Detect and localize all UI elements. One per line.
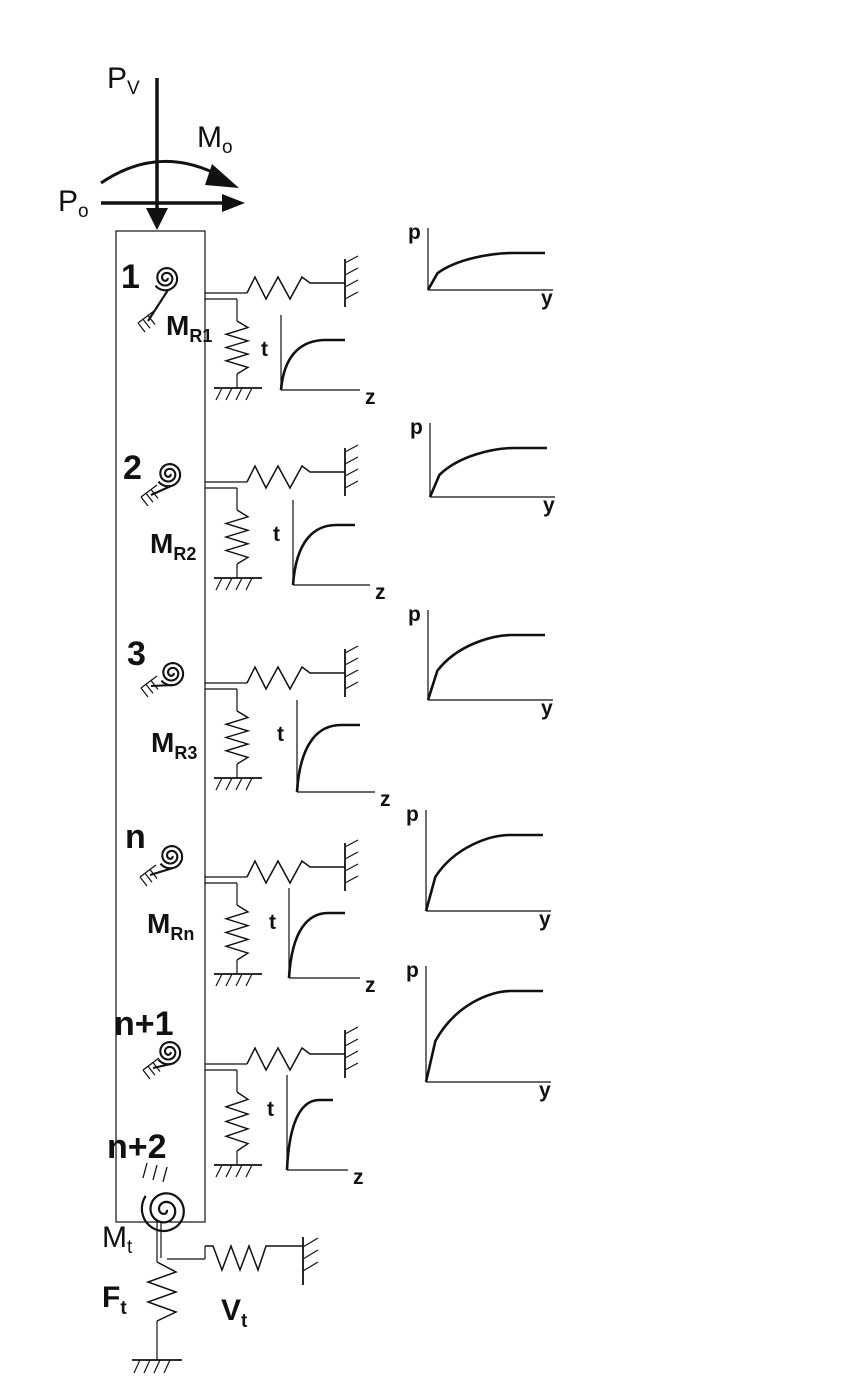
rotational-spring-spiral: [159, 845, 184, 870]
node-number-label: n+1: [114, 1005, 174, 1043]
py-curve-line: [428, 446, 547, 498]
rotational-spring-support: [140, 484, 159, 507]
rotational-spring-spiral: [157, 1041, 182, 1066]
node-number-label: 2: [123, 449, 142, 487]
tz-curve-plot: tz: [261, 315, 376, 409]
lateral-py-spring: [205, 444, 359, 496]
rotational-moment-label: MR3: [151, 727, 197, 763]
vertical-load-label: PV: [107, 62, 140, 99]
tz-ylabel: t: [267, 1098, 274, 1121]
py-curve-plot: py: [410, 416, 555, 517]
tip-lateral-spring: [167, 1237, 319, 1285]
tip-moment-label: Mt: [102, 1221, 133, 1258]
rotational-spring-support: [140, 675, 159, 698]
overturning-moment-arrow: [100, 160, 239, 188]
node-number-label: 1: [121, 258, 140, 296]
tz-xlabel: z: [365, 974, 376, 997]
axial-tz-spring: [205, 688, 262, 791]
py-ylabel: p: [406, 959, 419, 982]
tz-ylabel: t: [277, 723, 284, 746]
moment-load-label: Mo: [197, 121, 233, 158]
lateral-load-arrow: [101, 194, 245, 212]
py-xlabel: y: [541, 697, 553, 720]
tip-number-label: n+2: [107, 1128, 167, 1166]
axial-tz-spring: [205, 487, 262, 591]
tz-ylabel: t: [273, 523, 280, 546]
py-curve-line: [424, 989, 543, 1083]
py-curve-plot: py: [406, 959, 551, 1102]
rotational-spring-support: [142, 1057, 161, 1080]
rotational-spring-spiral: [160, 662, 185, 687]
axial-tz-spring: [205, 882, 262, 987]
tip-axial-spring: [132, 1240, 182, 1374]
tz-curve-line: [285, 1098, 333, 1171]
tip-connector-rod: [156, 1222, 162, 1258]
tz-curve-plot: tz: [267, 1075, 364, 1189]
axial-tz-spring: [205, 298, 262, 401]
lateral-load-label: Po: [58, 185, 89, 222]
tz-xlabel: z: [380, 788, 391, 811]
py-xlabel: y: [539, 908, 551, 931]
rotational-spring-spiral: [157, 463, 182, 488]
tz-xlabel: z: [375, 581, 386, 604]
py-ylabel: p: [408, 603, 421, 626]
tip-rotational-spring-spiral: [140, 1192, 185, 1233]
tz-curve-line: [279, 338, 345, 391]
tz-ylabel: t: [261, 338, 268, 361]
rotational-spring-tail: [147, 289, 169, 322]
lateral-py-spring: [205, 839, 359, 891]
py-xlabel: y: [541, 287, 553, 310]
rotational-spring-support: [137, 310, 156, 333]
tz-curve-plot: tz: [277, 700, 391, 811]
py-curve-plot: py: [406, 803, 551, 931]
py-ylabel: p: [406, 803, 419, 826]
node-number-label: 3: [127, 635, 146, 673]
axial-tz-spring: [205, 1069, 262, 1178]
py-curve-line: [426, 251, 545, 291]
lateral-py-spring: [205, 645, 359, 697]
rotational-moment-label: MR2: [150, 528, 196, 564]
vertical-load-arrow: [146, 78, 168, 230]
tip-node: n+2 Mt Vt: [102, 1128, 319, 1374]
py-ylabel: p: [410, 416, 423, 439]
lateral-py-spring: [205, 1026, 359, 1078]
tz-xlabel: z: [353, 1166, 364, 1189]
tip-rotational-spring-support: [142, 1162, 168, 1183]
rotational-moment-label: MR1: [166, 310, 212, 346]
py-curve-plot: py: [408, 221, 553, 310]
tip-axial-label: Ft: [102, 1281, 127, 1319]
rotational-moment-label: MRn: [147, 908, 194, 944]
py-curve-plot: py: [408, 603, 553, 720]
lateral-py-spring: [205, 255, 359, 307]
tz-curve-plot: tz: [273, 500, 386, 604]
tz-curve-line: [295, 723, 360, 793]
py-curve-line: [426, 633, 545, 701]
py-xlabel: y: [543, 494, 555, 517]
tz-xlabel: z: [365, 386, 376, 409]
tz-curve-line: [287, 911, 345, 979]
py-ylabel: p: [408, 221, 421, 244]
rotational-spring-support: [139, 864, 158, 887]
py-curve-line: [424, 833, 543, 912]
tz-curve-line: [291, 523, 355, 586]
rotational-spring-spiral: [154, 267, 179, 292]
tz-curve-plot: tz: [269, 888, 376, 997]
py-xlabel: y: [539, 1079, 551, 1102]
tz-ylabel: t: [269, 911, 276, 934]
node-number-label: n: [125, 818, 146, 856]
tip-shear-label: Vt: [221, 1294, 248, 1332]
